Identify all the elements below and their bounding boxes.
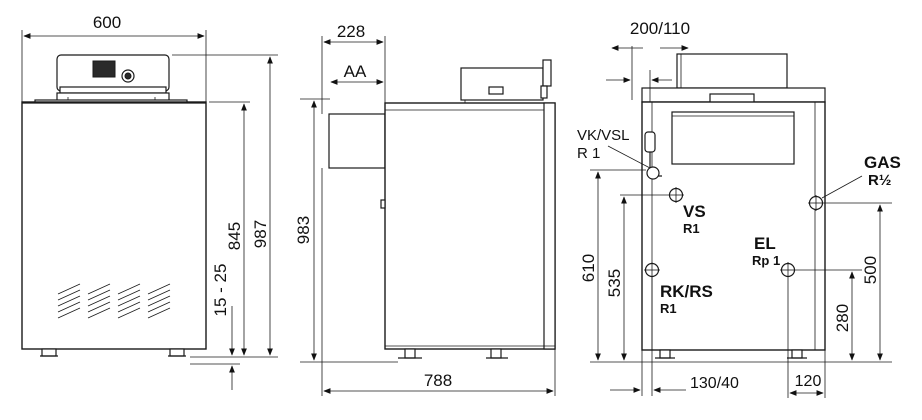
side-control-unit xyxy=(460,67,544,101)
front-vent-grille xyxy=(57,283,171,319)
dim-rear-535: 535 xyxy=(605,269,624,297)
side-body xyxy=(384,102,556,350)
side-foot-rear xyxy=(490,348,502,359)
connection-gas xyxy=(808,195,824,211)
dim-rear-280: 280 xyxy=(833,304,852,332)
dim-front-body-height: 845 xyxy=(225,222,244,250)
side-flue-box xyxy=(328,113,386,169)
label-vk-size: R 1 xyxy=(577,145,600,162)
label-vk: VK/VSL xyxy=(577,127,630,144)
front-foot-left xyxy=(41,348,57,357)
front-control-display xyxy=(92,60,116,78)
dim-front-feet: 15 - 25 xyxy=(211,264,230,317)
connection-vs xyxy=(668,187,684,203)
label-vs: VS xyxy=(683,202,706,221)
dim-side-depth: 788 xyxy=(424,371,452,390)
label-gas: GAS xyxy=(864,153,901,172)
front-body xyxy=(21,101,207,350)
front-view: 600 845 987 15 - 25 xyxy=(21,13,278,390)
side-foot-front xyxy=(404,348,416,359)
dim-rear-500: 500 xyxy=(861,256,880,284)
dim-rear-120: 120 xyxy=(795,373,822,390)
rear-vk-pipe xyxy=(644,131,656,153)
dim-front-total-height: 987 xyxy=(251,220,270,248)
dim-side-flue: AA xyxy=(344,62,367,81)
connection-rk xyxy=(644,262,660,278)
front-foot-right xyxy=(169,348,185,357)
dim-rear-top-offset: 200/110 xyxy=(630,19,690,38)
dim-side-top-depth: 228 xyxy=(337,22,365,41)
rear-control-unit xyxy=(676,53,788,89)
side-view: 228 AA 983 788 xyxy=(294,22,556,396)
dim-rear-130-40: 130/40 xyxy=(690,375,739,392)
label-rk-size: R1 xyxy=(660,301,677,316)
rear-view: 200/110 VK/VSL R 1 VS R1 RK/RS R1 EL Rp … xyxy=(577,19,901,398)
label-gas-size: R½ xyxy=(868,172,891,189)
connection-el xyxy=(780,262,796,278)
dim-rear-610: 610 xyxy=(579,254,598,282)
label-rk: RK/RS xyxy=(660,282,713,301)
dim-side-height: 983 xyxy=(294,216,313,244)
dim-front-width: 600 xyxy=(93,13,121,32)
label-el-size: Rp 1 xyxy=(752,253,780,268)
label-vs-size: R1 xyxy=(683,221,700,236)
label-el: EL xyxy=(754,234,776,253)
